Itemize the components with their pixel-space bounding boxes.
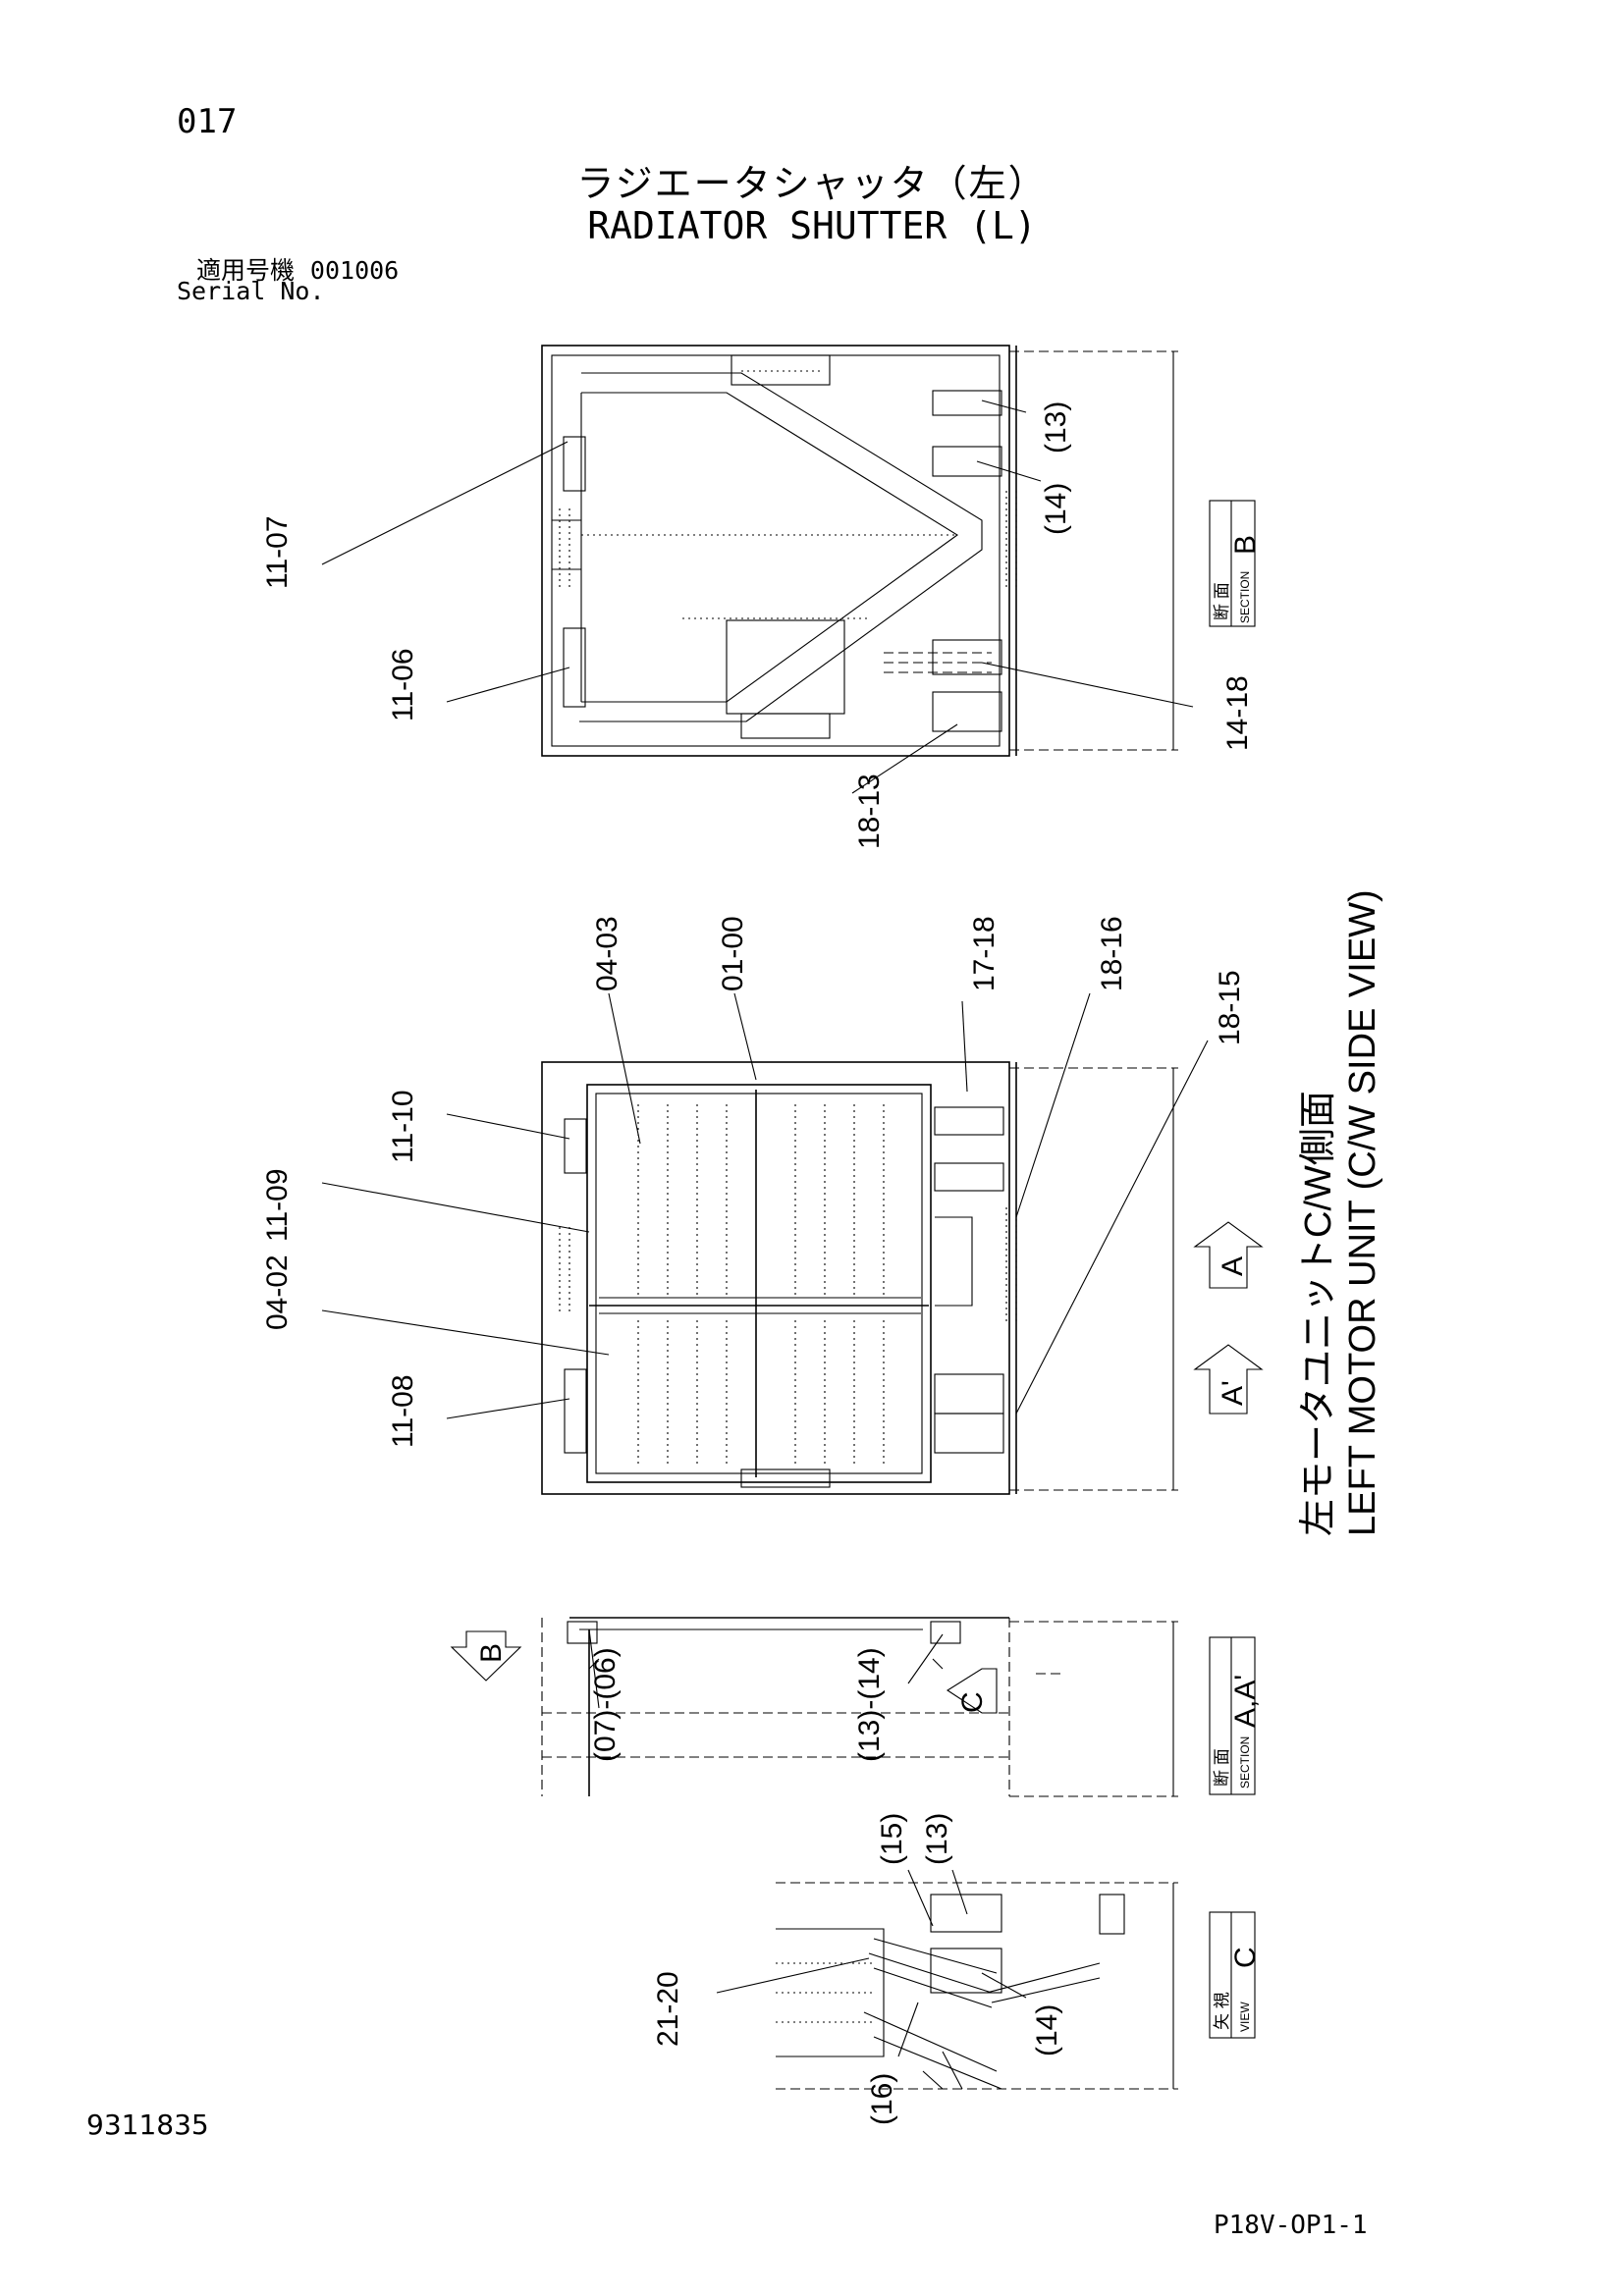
label-13-14: (13)-(14) (853, 1647, 886, 1762)
serial-label-jp: 適用号機 (196, 256, 296, 285)
view-c-labels: (15) (13) (14) (16) 21-20 矢 視 VIEW C (652, 1813, 1262, 2125)
label-04-02: 04-02 (261, 1255, 294, 1330)
label-18-16: 18-16 (1096, 916, 1128, 991)
svg-text:B: B (475, 1643, 508, 1663)
title-japanese: ラジエータシャッタ（左） (576, 162, 1048, 205)
svg-text:A: A (1217, 1256, 1249, 1276)
view-c-box (1209, 1911, 1256, 2039)
label-11-09: 11-09 (261, 1168, 294, 1242)
serial-label-en: Serial No. (177, 277, 325, 305)
svg-text:矢 視: 矢 視 (1213, 1992, 1231, 2030)
view-c-box-letter: C (1229, 1947, 1262, 1968)
arrow-a-prime: A' (1193, 1344, 1264, 1415)
label-14-top: (14) (1040, 483, 1072, 535)
section-b-box-en: SECTION (1238, 571, 1252, 623)
section-b-frame (541, 345, 1010, 757)
label-07-06: (07)-(06) (589, 1647, 622, 1762)
label-16: (16) (866, 2073, 898, 2125)
serial-label-row: 適用号機 001006 (196, 251, 399, 287)
label-11-10: 11-10 (387, 1090, 419, 1163)
section-aa-view: B C (07)-(06) (13)-(14) 断 面 SECTION A,A' (450, 1617, 1262, 1797)
arrow-a: A (1193, 1221, 1264, 1289)
page-number: 017 (177, 102, 238, 141)
label-21-20: 21-20 (652, 1971, 684, 2047)
label-11-06: 11-06 (387, 648, 419, 721)
main-view-labels: 04-03 01-00 17-18 18-16 18-15 11-10 11-0… (261, 889, 1383, 1536)
serial-value: 001006 (309, 256, 400, 285)
label-18-15: 18-15 (1214, 970, 1246, 1045)
section-b-labels: 11-07 11-06 (13) (14) 14-18 18-13 断 面 SE… (261, 400, 1262, 849)
svg-text:断 面: 断 面 (1213, 1748, 1231, 1787)
label-14-18: 14-18 (1221, 675, 1254, 751)
main-frame (541, 1061, 1010, 1495)
label-11-08: 11-08 (387, 1374, 419, 1448)
caption-en: LEFT MOTOR UNIT (C/W SIDE VIEW) (1342, 889, 1383, 1536)
sheet-code: P18V-OP1-1 (1214, 2211, 1368, 2240)
svg-text:C: C (956, 1691, 989, 1713)
section-b-view (541, 345, 1178, 757)
section-b-box (1209, 500, 1256, 627)
section-aa-box-letter: A,A' (1229, 1675, 1262, 1728)
svg-text:A': A' (1217, 1380, 1249, 1406)
section-aa-box (1209, 1636, 1256, 1795)
section-b-box-jp: 断 面 (1213, 582, 1231, 620)
label-04-03: 04-03 (591, 916, 623, 991)
arrow-c: C (946, 1668, 998, 1714)
section-b-box-letter: B (1229, 535, 1262, 555)
label-14-view-c: (14) (1031, 2004, 1063, 2056)
caption-jp: 左モータユニットC/W側面 (1298, 1091, 1339, 1536)
label-18-13: 18-13 (853, 774, 886, 849)
svg-text:SECTION: SECTION (1238, 1736, 1252, 1789)
label-11-07: 11-07 (261, 515, 294, 589)
title-english: RADIATOR SHUTTER (L) (587, 204, 1037, 247)
label-13-view-c: (13) (921, 1813, 953, 1865)
main-shutter-view (541, 1061, 1178, 1495)
drawing-number: 9311835 (86, 2109, 209, 2141)
view-c (776, 1882, 1178, 2090)
svg-text:VIEW: VIEW (1238, 2002, 1252, 2032)
label-15: (15) (876, 1813, 908, 1865)
label-13-top: (13) (1040, 401, 1072, 454)
label-17-18: 17-18 (968, 916, 1001, 991)
arrow-b: B (450, 1630, 522, 1682)
label-01-00: 01-00 (717, 916, 749, 991)
